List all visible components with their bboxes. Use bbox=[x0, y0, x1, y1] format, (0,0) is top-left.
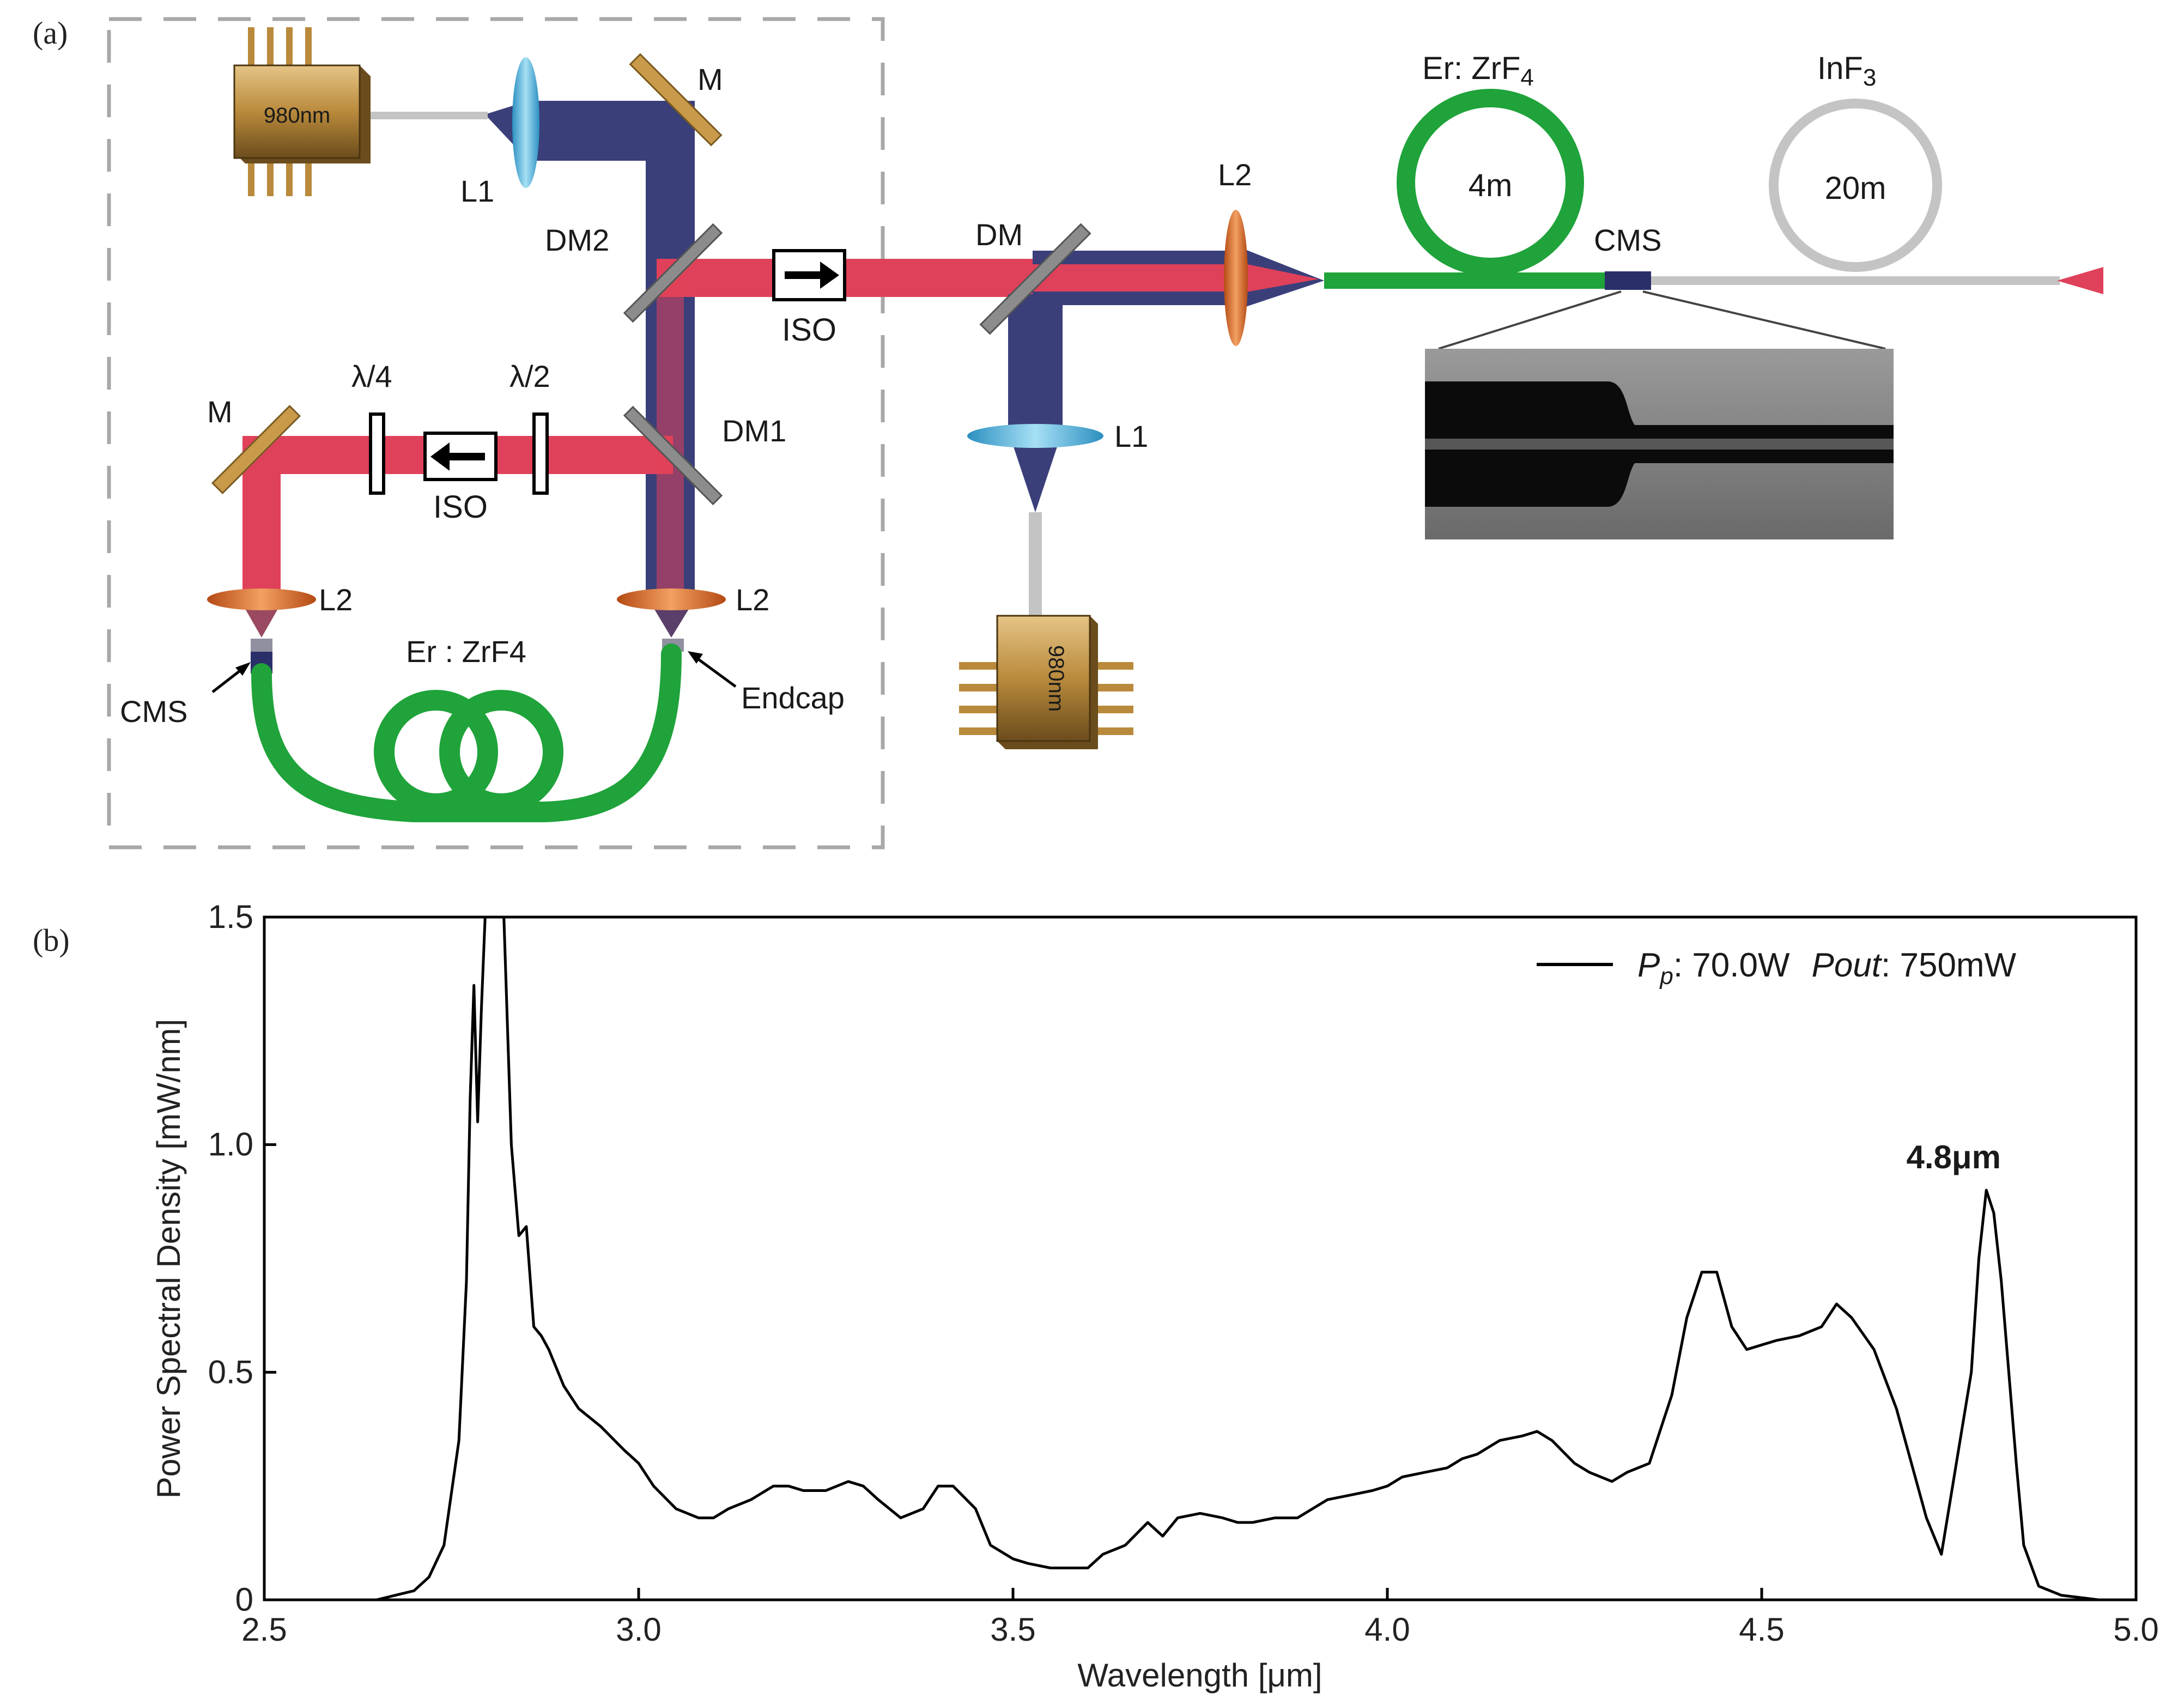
inset-leader-right bbox=[1642, 290, 1886, 350]
waveplate-quarter bbox=[369, 412, 385, 495]
label-cms-right: CMS bbox=[1594, 223, 1661, 257]
lens-l2-left bbox=[207, 588, 316, 610]
label-l2-mid: L2 bbox=[736, 582, 769, 617]
fiber-gain-straight bbox=[1324, 272, 1607, 289]
dichroic-dm2 bbox=[623, 223, 723, 323]
signal-beam-vertical-overlay bbox=[657, 259, 684, 597]
label-fiber-left: Er : ZrF4 bbox=[406, 634, 526, 669]
y-axis-label: Power Spectral Density [mW/nm] bbox=[150, 1019, 187, 1498]
waveplate-half bbox=[532, 412, 549, 495]
label-fiber-right: Er: ZrF4 bbox=[1422, 51, 1534, 91]
pump-focus-right bbox=[1008, 430, 1063, 512]
y-tick-label: 0 bbox=[235, 1581, 253, 1618]
arrow-endcap bbox=[694, 655, 737, 688]
y-tick-label: 1.0 bbox=[208, 1126, 253, 1163]
label-l1-right: L1 bbox=[1114, 419, 1148, 453]
label-iso-top: ISO bbox=[782, 312, 836, 348]
panel-b-tag: (b) bbox=[33, 923, 70, 958]
dichroic-dm1 bbox=[623, 405, 723, 506]
pump-diode-left: 980nm bbox=[233, 27, 371, 196]
x-tick-label: 3.0 bbox=[616, 1611, 661, 1648]
label-inf3: InF3 bbox=[1817, 51, 1876, 91]
arrowhead-endcap bbox=[688, 651, 703, 664]
pump-left-label: 980nm bbox=[264, 104, 330, 128]
label-lambda2: λ/2 bbox=[509, 359, 550, 393]
signal-beam-right-red-core bbox=[1033, 264, 1234, 292]
label-l2-right: L2 bbox=[1218, 157, 1252, 192]
label-m-left: M bbox=[207, 395, 233, 429]
pump-fiber-bottom bbox=[1029, 512, 1042, 616]
pump-fiber-left bbox=[371, 112, 488, 119]
spectrum-chart: 2.5 3.0 3.5 4.0 4.5 5.0 0 0.5 1.0 1.5 Wavelength… bbox=[150, 899, 2159, 1694]
output-beam-cone bbox=[2057, 267, 2103, 294]
label-iso-left: ISO bbox=[433, 489, 488, 525]
x-tick-label: 4.0 bbox=[1364, 1611, 1410, 1648]
mirror-m-top bbox=[629, 53, 723, 147]
isolator-left: ISO bbox=[423, 432, 498, 525]
label-m-top: M bbox=[697, 62, 723, 96]
label-length-4m: 4m bbox=[1469, 168, 1513, 203]
spectrum-series-line bbox=[264, 915, 2136, 1601]
fiber-passive-straight bbox=[1651, 276, 2060, 285]
plot-frame bbox=[263, 915, 2138, 1601]
fiber-passive-loop bbox=[1769, 99, 1942, 272]
label-l2-left: L2 bbox=[319, 582, 353, 617]
lens-l1-top bbox=[512, 57, 539, 188]
lens-l2-right bbox=[1224, 210, 1248, 346]
x-tick-label: 2.5 bbox=[241, 1611, 287, 1648]
label-dm2: DM2 bbox=[545, 223, 609, 257]
fiber-gain-loop bbox=[1397, 89, 1584, 276]
panel-b: (b) 2.5 3.0 3.5 4.0 4.5 5.0 0 0.5 1.0 1.5 Wavele… bbox=[33, 899, 2159, 1694]
x-tick-label: 3.5 bbox=[990, 1611, 1035, 1648]
label-cms-left: CMS bbox=[120, 694, 187, 729]
focus-cone-right-red bbox=[1234, 262, 1319, 294]
isolator-top: ISO bbox=[772, 249, 846, 348]
cms-right bbox=[1605, 271, 1651, 290]
panel-a-tag: (a) bbox=[33, 15, 68, 51]
y-ticks: 0 0.5 1.0 1.5 bbox=[208, 899, 276, 1618]
y-tick-label: 1.5 bbox=[208, 899, 253, 935]
fiber-coil-cavity bbox=[251, 644, 682, 822]
x-axis-label: Wavelength [μm] bbox=[1077, 1657, 1322, 1694]
peak-annotation: 4.8μm bbox=[1906, 1139, 2000, 1175]
splice-microscope-inset bbox=[1425, 349, 1894, 539]
pump-beam-right-vertical bbox=[1008, 294, 1063, 430]
panel-a: (a) bbox=[33, 15, 2103, 850]
mirror-m-left bbox=[211, 404, 301, 495]
label-dm: DM bbox=[975, 217, 1023, 252]
label-lambda4: λ/4 bbox=[351, 359, 392, 393]
label-l1-top: L1 bbox=[460, 174, 494, 208]
pump-diode-bottom: 980nm bbox=[959, 615, 1133, 749]
dichroic-dm bbox=[979, 223, 1091, 335]
arrow-cms-left bbox=[211, 666, 245, 693]
cms-stub-left bbox=[251, 639, 272, 652]
inset-leader-left bbox=[1438, 290, 1622, 350]
x-tick-label: 4.5 bbox=[1739, 1611, 1784, 1648]
y-tick-label: 0.5 bbox=[208, 1354, 253, 1390]
label-endcap: Endcap bbox=[741, 681, 845, 715]
label-length-20m: 20m bbox=[1825, 171, 1886, 206]
arrowhead-cms-left bbox=[235, 662, 251, 676]
x-tick-label: 5.0 bbox=[2113, 1611, 2158, 1648]
cavity-dashed-box bbox=[107, 17, 885, 850]
pump-bottom-label: 980nm bbox=[1044, 645, 1068, 712]
lens-l1-right bbox=[967, 424, 1103, 448]
label-dm1: DM1 bbox=[722, 414, 786, 448]
x-ticks: 2.5 3.0 3.5 4.0 4.5 5.0 bbox=[241, 1588, 2159, 1648]
lens-l2-mid bbox=[617, 588, 726, 610]
